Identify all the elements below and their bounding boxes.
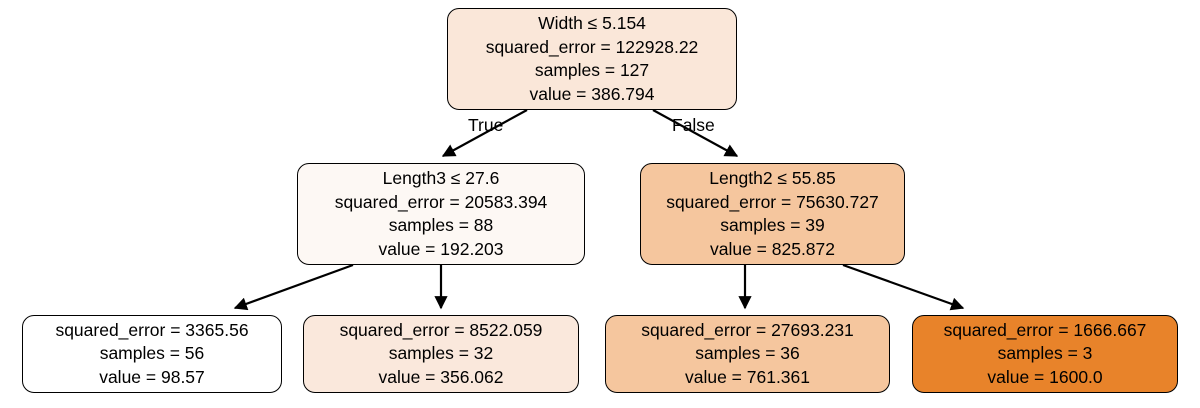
tree-node-leaf-1[interactable]: squared_error = 3365.56 samples = 56 val… [22, 315, 282, 393]
node-samples: samples = 32 [388, 343, 494, 364]
tree-node-left-internal[interactable]: Length3 ≤ 27.6 squared_error = 20583.394… [297, 163, 585, 265]
edge-right-to-leaf4 [842, 263, 965, 311]
node-squared-error: squared_error = 20583.394 [334, 191, 548, 212]
node-value: value = 98.57 [99, 366, 205, 387]
tree-node-root[interactable]: Width ≤ 5.154 squared_error = 122928.22 … [447, 8, 737, 110]
node-samples: samples = 56 [99, 343, 205, 364]
node-condition: Length2 ≤ 55.85 [709, 168, 836, 188]
node-samples: samples = 88 [388, 215, 494, 235]
edge-left-to-leaf1 [233, 263, 354, 311]
node-squared-error: squared_error = 75630.727 [666, 191, 879, 212]
node-samples: samples = 127 [534, 60, 650, 80]
node-value: value = 825.872 [709, 238, 836, 259]
tree-node-leaf-2[interactable]: squared_error = 8522.059 samples = 32 va… [303, 315, 579, 393]
node-value: value = 356.062 [378, 366, 504, 387]
node-squared-error: squared_error = 3365.56 [55, 319, 249, 340]
node-squared-error: squared_error = 8522.059 [339, 319, 543, 340]
node-squared-error: squared_error = 122928.22 [485, 36, 699, 57]
edge-root-to-right [652, 109, 739, 157]
edge-root-to-left [441, 109, 528, 157]
edge-label-true: True [468, 115, 504, 135]
node-squared-error: squared_error = 1666.667 [943, 319, 1147, 340]
node-samples: samples = 3 [997, 343, 1093, 364]
node-value: value = 1600.0 [987, 366, 1103, 387]
node-condition: Length3 ≤ 27.6 [382, 168, 500, 188]
node-value: value = 192.203 [378, 238, 504, 259]
node-condition: Width ≤ 5.154 [538, 13, 646, 33]
node-samples: samples = 36 [695, 343, 800, 364]
tree-node-leaf-3[interactable]: squared_error = 27693.231 samples = 36 v… [605, 315, 890, 393]
node-value: value = 386.794 [529, 83, 655, 104]
edge-label-false: False [672, 115, 715, 135]
node-samples: samples = 39 [720, 215, 825, 235]
node-value: value = 761.361 [684, 366, 811, 387]
tree-node-leaf-4[interactable]: squared_error = 1666.667 samples = 3 val… [912, 315, 1178, 393]
tree-node-right-internal[interactable]: Length2 ≤ 55.85 squared_error = 75630.72… [640, 163, 905, 265]
node-squared-error: squared_error = 27693.231 [641, 319, 854, 340]
